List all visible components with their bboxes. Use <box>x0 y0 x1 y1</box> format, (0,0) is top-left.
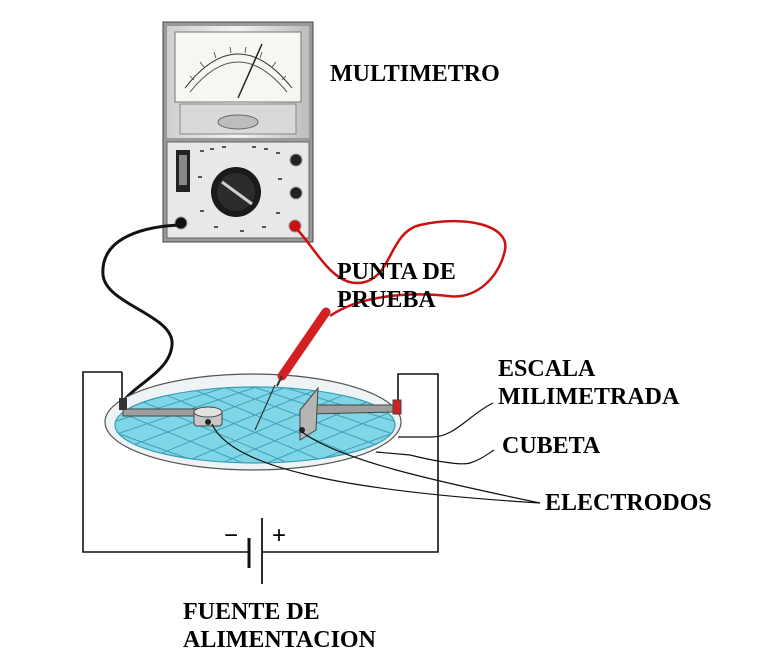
black-lead-wire <box>101 223 182 402</box>
negative-terminal-sign: − <box>224 522 239 549</box>
probe-icon <box>254 307 331 431</box>
electrodes-label: ELECTRODOS <box>545 490 712 516</box>
multimeter-label: MULTIMETRO <box>330 61 500 87</box>
scale-label: ESCALA MILIMETRADA <box>498 356 680 410</box>
power-circuit-wire <box>82 371 439 553</box>
tray-label: CUBETA <box>502 433 601 459</box>
leader-lines <box>211 402 541 504</box>
probe-label: PUNTA DE PRUEBA <box>337 259 456 313</box>
power-supply-label: FUENTE DE ALIMENTACION <box>183 599 376 653</box>
battery-icon <box>247 518 263 584</box>
positive-terminal-sign: + <box>272 522 287 549</box>
red-lead-wire <box>295 219 507 318</box>
multimeter-icon <box>162 21 314 243</box>
tray <box>104 373 402 471</box>
electrodes <box>119 386 402 441</box>
